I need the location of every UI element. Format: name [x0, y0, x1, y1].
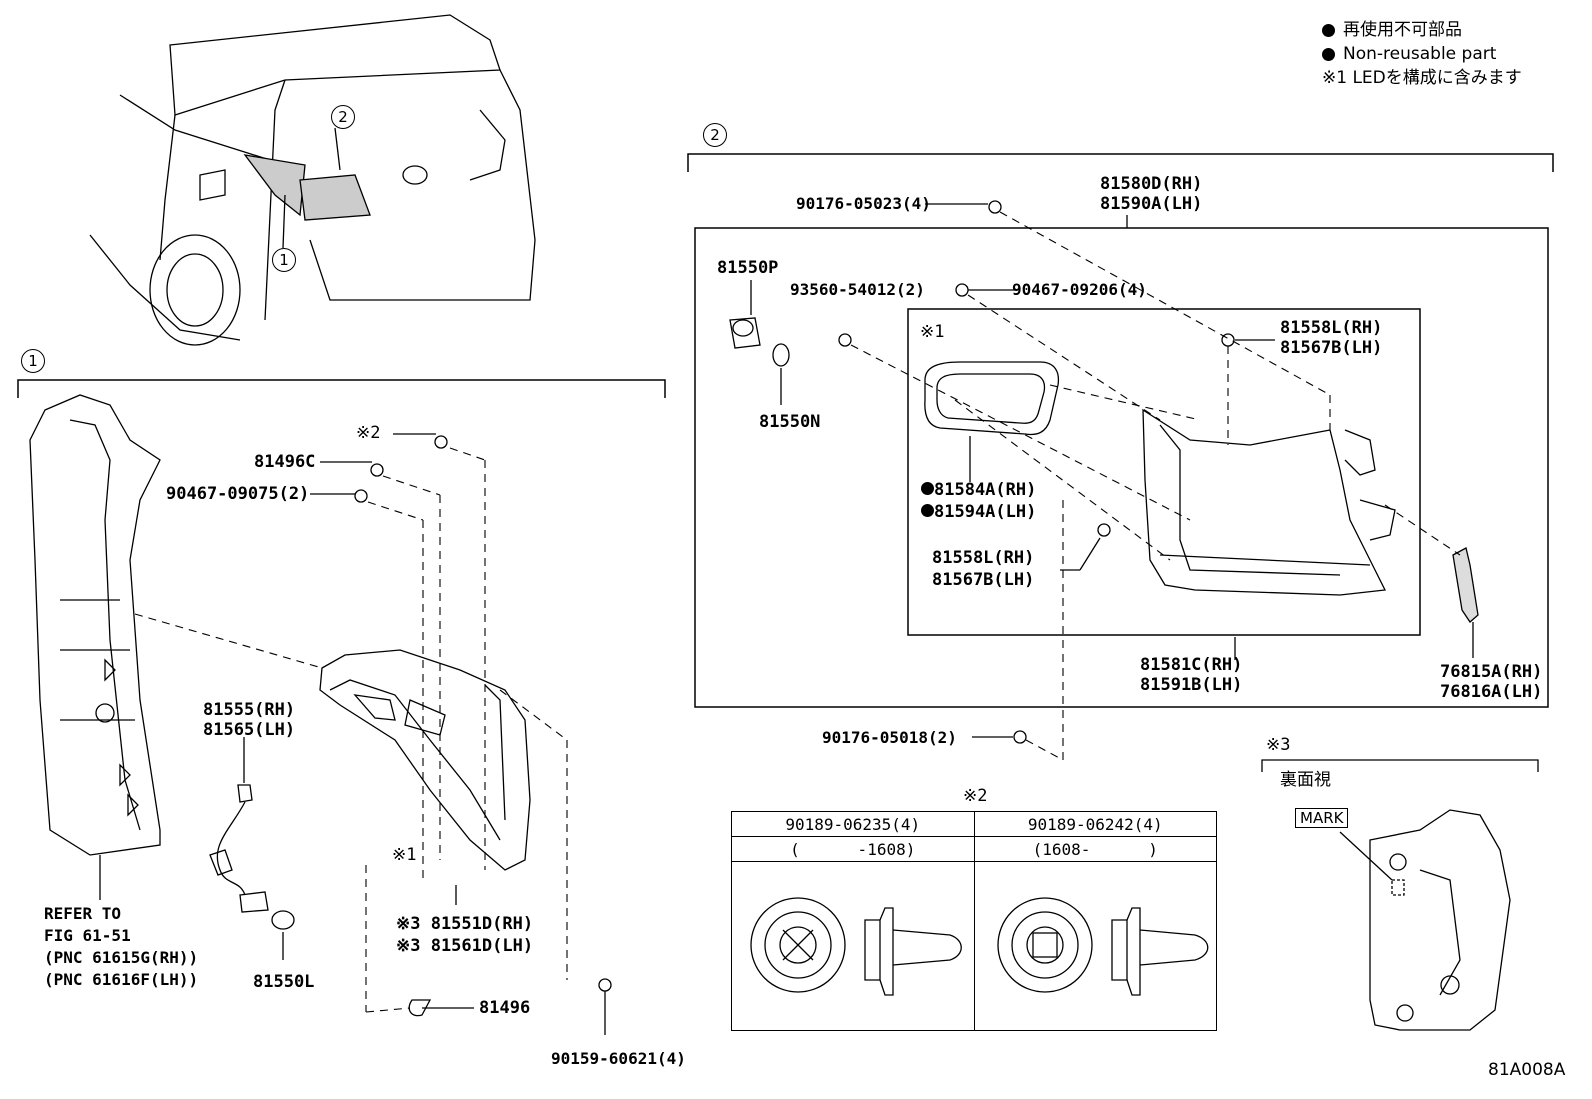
non-reusable-dot-icon	[1322, 23, 1335, 37]
part-81567B-upper: 81567B(LH)	[1280, 338, 1383, 358]
note-3-rear: ※3	[1266, 735, 1291, 755]
part-81584A: 81584A(RH)	[921, 480, 1036, 500]
socket-wire-drawing	[209, 737, 295, 960]
legend-row-led-note: ※1 LEDを構成に含みます	[1322, 66, 1522, 90]
part-90176-05018: 90176-05018(2)	[822, 728, 957, 747]
mark-label: MARK	[1295, 808, 1349, 828]
rear-view-title: 裏面視	[1280, 770, 1331, 790]
part-90467-09075: 90467-09075(2)	[166, 484, 310, 504]
part-81551D: ※3 81551D(RH)	[396, 914, 534, 934]
note-1-led: ※1	[392, 845, 417, 865]
part-90467-09206: 90467-09206(4)	[1012, 280, 1147, 299]
part-81565: 81565(LH)	[203, 720, 296, 740]
part-81590A: 81590A(LH)	[1100, 194, 1203, 214]
clip-col2-range: (1608- )	[973, 836, 1217, 862]
callout-1-vehicle: 1	[272, 248, 296, 272]
part-81581C: 81581C(RH)	[1140, 655, 1243, 675]
led-unit-box	[907, 308, 1421, 636]
clip-col2-part: 90189-06242(4)	[973, 811, 1217, 837]
part-81496: 81496	[479, 998, 531, 1018]
part-93560-54012: 93560-54012(2)	[790, 280, 925, 299]
part-81555: 81555(RH)	[203, 700, 296, 720]
part-76815A: 76815A(RH)	[1440, 662, 1543, 682]
refer-line-2: FIG 61-51	[44, 926, 131, 945]
clip-table: 90189-06235(4) 90189-06242(4) ( -1608) (…	[731, 811, 1217, 1031]
refer-line-4: (PNC 61616F(LH))	[44, 970, 199, 989]
callout-2-section: 2	[703, 123, 727, 147]
part-81496C: 81496C	[254, 452, 316, 472]
legend-text-jp: 再使用不可部品	[1343, 20, 1462, 40]
non-reusable-dot-icon	[1322, 47, 1335, 61]
refer-line-1: REFER TO	[44, 904, 122, 923]
body-panel-drawing	[29, 394, 161, 856]
refer-line-3: (PNC 61615G(RH))	[44, 948, 199, 967]
part-90159-60621: 90159-60621(4)	[551, 1049, 686, 1068]
part-81580D: 81580D(RH)	[1100, 174, 1203, 194]
part-76816A: 76816A(LH)	[1440, 682, 1543, 702]
figure-id: 81A008A	[1488, 1060, 1566, 1080]
part-81550N: 81550N	[759, 412, 821, 432]
clip-col1-range: ( -1608)	[731, 836, 975, 862]
part-81558L-upper: 81558L(RH)	[1280, 318, 1383, 338]
assembly-box	[694, 227, 1549, 708]
part-81594A: 81594A(LH)	[921, 502, 1036, 522]
socket-bulb-right	[729, 280, 790, 405]
legend: 再使用不可部品 Non-reusable part ※1 LEDを構成に含みます	[1322, 18, 1522, 90]
legend-text-led: ※1 LEDを構成に含みます	[1322, 68, 1522, 88]
part-81550P: 81550P	[717, 258, 779, 278]
legend-row-non-reusable-en: Non-reusable part	[1322, 42, 1522, 66]
outer-tail-lamp-drawing	[319, 649, 531, 871]
clip-col1-part: 90189-06235(4)	[731, 811, 975, 837]
part-81561D: ※3 81561D(LH)	[396, 936, 534, 956]
led-lamp-drawing	[1142, 408, 1396, 596]
part-81558L-lower: 81558L(RH)	[932, 548, 1035, 568]
part-81591B: 81591B(LH)	[1140, 675, 1243, 695]
part-81550L: 81550L	[253, 972, 315, 992]
vehicle-illustration	[89, 14, 536, 346]
clip-col1-drawing	[731, 861, 975, 1031]
note-2-clip: ※2	[963, 786, 988, 806]
callout-2-vehicle: 2	[331, 105, 355, 129]
part-90176-05023: 90176-05023(4)	[796, 194, 931, 213]
clip-col2-drawing	[973, 861, 1217, 1031]
legend-row-non-reusable-jp: 再使用不可部品	[1322, 18, 1522, 42]
note-2-screw: ※2	[356, 423, 381, 443]
rear-view-drawing	[1339, 809, 1511, 1031]
non-reusable-dot-icon	[921, 482, 934, 495]
part-81567B-lower: 81567B(LH)	[932, 570, 1035, 590]
callout-1-section: 1	[21, 349, 45, 373]
legend-text-en: Non-reusable part	[1343, 44, 1497, 64]
non-reusable-dot-icon	[921, 504, 934, 517]
note-1-led-unit: ※1	[920, 322, 945, 342]
